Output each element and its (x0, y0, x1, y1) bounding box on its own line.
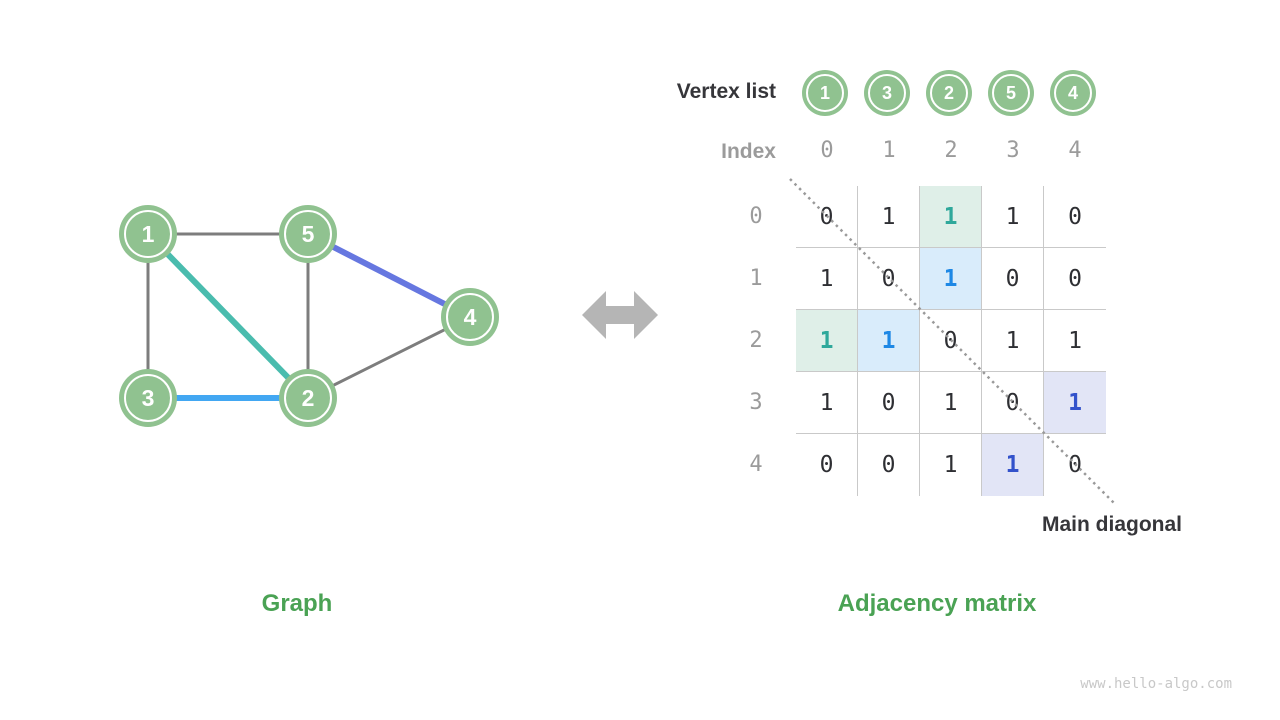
row-label-2: 2 (749, 328, 763, 353)
matrix-cell-1-4: 0 (1044, 248, 1106, 310)
graph-vertex-3: 3 (124, 374, 172, 422)
index-number-0: 0 (820, 138, 834, 163)
matrix-cell-0-4: 0 (1044, 186, 1106, 248)
matrix-cell-2-2: 0 (920, 310, 982, 372)
matrix-cell-0-1: 1 (858, 186, 920, 248)
graph-edge-5-4 (306, 231, 472, 320)
vertex-list-item-5: 5 (992, 74, 1030, 112)
graph-vertex-4: 4 (446, 293, 494, 341)
matrix-cell-0-0: 0 (796, 186, 858, 248)
matrix-cell-3-0: 1 (796, 372, 858, 434)
matrix-cell-3-2: 1 (920, 372, 982, 434)
matrix-cell-0-3: 1 (982, 186, 1044, 248)
matrix-cell-0-2: 1 (920, 186, 982, 248)
matrix-cell-3-3: 0 (982, 372, 1044, 434)
matrix-cell-1-3: 0 (982, 248, 1044, 310)
matrix-cell-4-1: 0 (858, 434, 920, 496)
matrix-cell-1-2: 1 (920, 248, 982, 310)
row-label-3: 3 (749, 390, 763, 415)
vertex-list-item-4: 4 (1054, 74, 1092, 112)
index-number-3: 3 (1006, 138, 1020, 163)
graph-caption: Graph (261, 590, 333, 617)
vertex-list-item-2: 2 (930, 74, 968, 112)
matrix-cell-2-0: 1 (796, 310, 858, 372)
matrix-cell-4-4: 0 (1068, 452, 1082, 478)
main-diagonal-label: Main diagonal (1041, 513, 1182, 536)
vertex-list-item-1: 1 (806, 74, 844, 112)
graph-vertex-1: 1 (124, 210, 172, 258)
graph-edge-1-2 (145, 231, 311, 401)
matrix-cell-2-3: 1 (982, 310, 1044, 372)
index-number-2: 2 (944, 138, 958, 163)
matrix-cell-4-3: 1 (982, 434, 1044, 496)
index-number-1: 1 (882, 138, 896, 163)
matrix-cell-4-0: 0 (796, 434, 858, 496)
row-label-4: 4 (749, 452, 763, 477)
row-label-1: 1 (749, 266, 763, 291)
graph-edge-2-4 (307, 315, 471, 400)
matrix-cell-2-4: 1 (1044, 310, 1106, 372)
index-label: Index (721, 140, 776, 163)
vertex-list-item-3: 3 (868, 74, 906, 112)
matrix-caption: Adjacency matrix (837, 590, 1037, 617)
matrix-cell-3-1: 0 (858, 372, 920, 434)
matrix-cell-1-1: 0 (858, 248, 920, 310)
matrix-cell-3-4: 1 (1044, 372, 1106, 434)
index-number-4: 4 (1068, 138, 1082, 163)
matrix-cell-4-2: 1 (920, 434, 982, 496)
matrix-cell-1-0: 1 (796, 248, 858, 310)
vertex-list-label: Vertex list (676, 80, 776, 103)
graph-vertex-2: 2 (284, 374, 332, 422)
graph-vertex-5: 5 (284, 210, 332, 258)
row-label-0: 0 (749, 204, 763, 229)
watermark: www.hello-algo.com (1080, 676, 1232, 692)
matrix-cell-2-1: 1 (858, 310, 920, 372)
